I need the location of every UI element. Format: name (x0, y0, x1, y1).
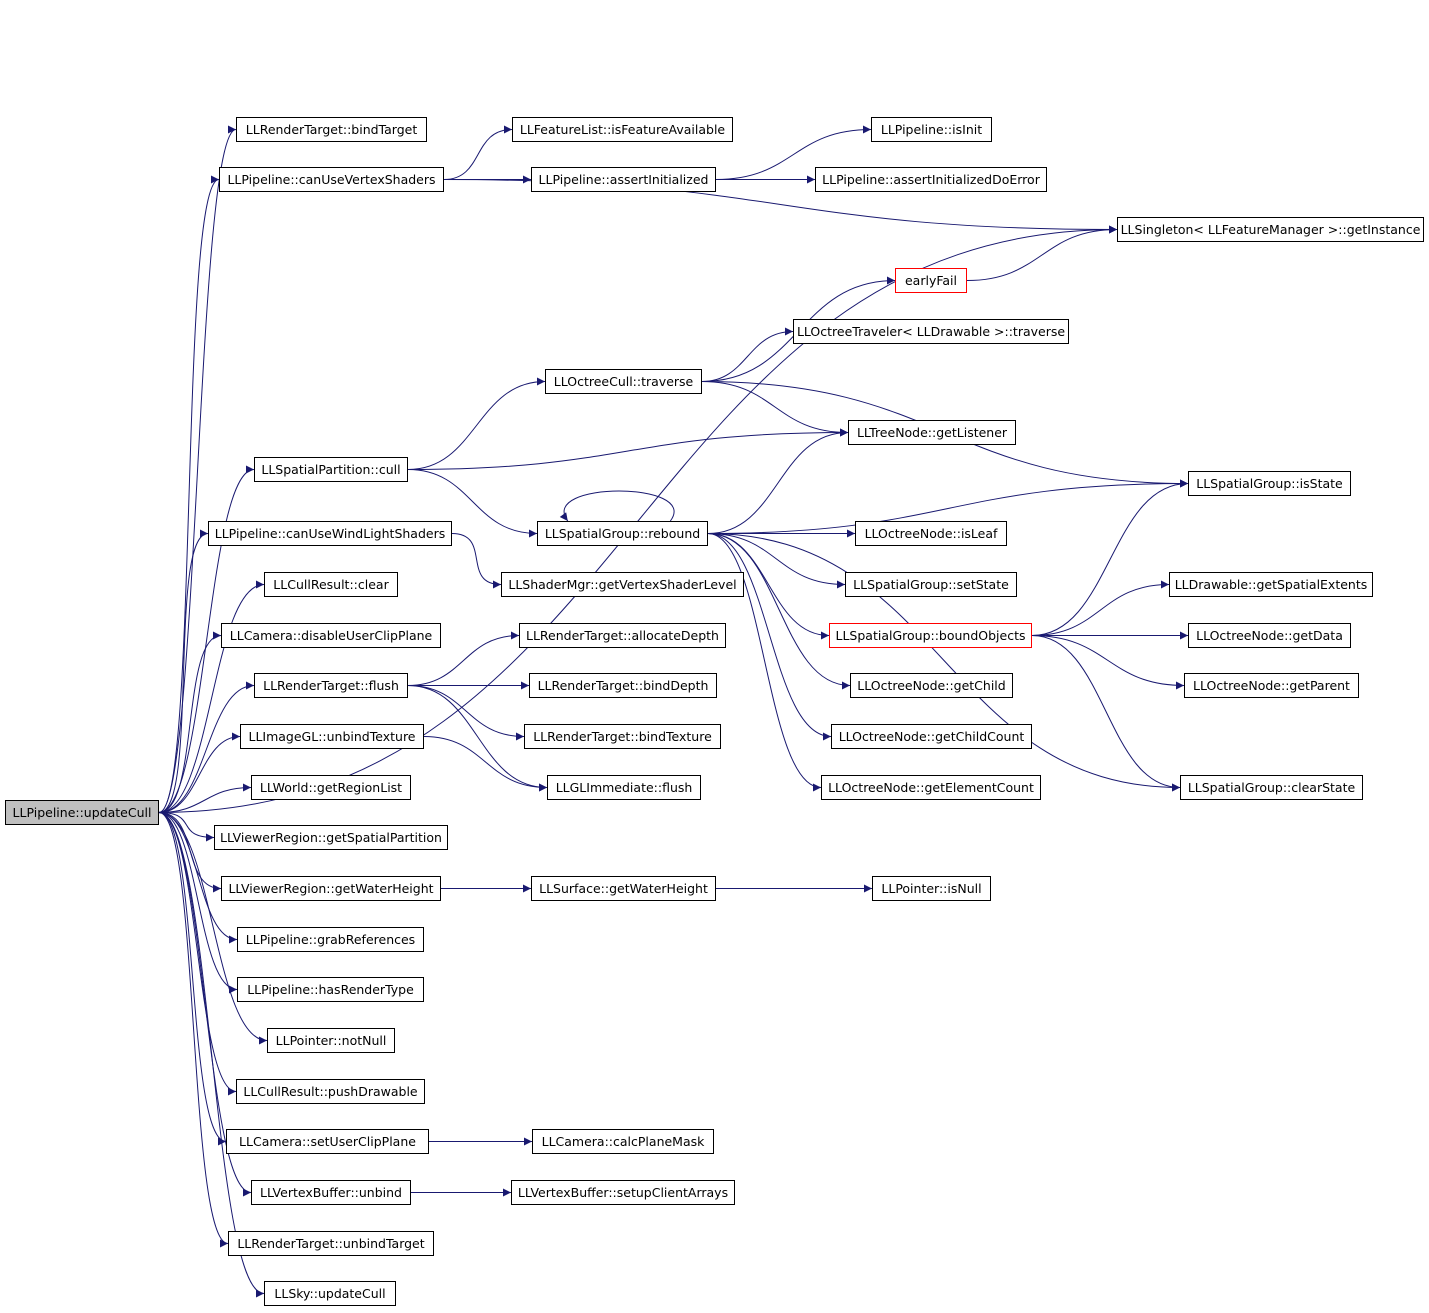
edge-boundobjects-to-getspatialextents (1031, 580, 1170, 636)
node-llviewerregion-getspatialpartition[interactable]: LLViewerRegion::getSpatialPartition (214, 825, 448, 850)
edge-rebound-to-getchildcount (707, 533, 832, 741)
edge-rtflush-to-bindtexture (407, 685, 525, 741)
node-llrendertarget-bindtexture[interactable]: LLRenderTarget::bindTexture (524, 724, 721, 749)
node-llcullresult-pushdrawable[interactable]: LLCullResult::pushDrawable (236, 1079, 425, 1104)
edge-boundobjects-to-getparent (1031, 635, 1185, 690)
edge-rebound-to-isstate (707, 479, 1189, 534)
node-llshadermgr-getvertexshaderlevel[interactable]: LLShaderMgr::getVertexShaderLevel (501, 572, 744, 597)
node-llpointer-notnull[interactable]: LLPointer::notNull (267, 1028, 395, 1053)
node-llrendertarget-allocatedepth[interactable]: LLRenderTarget::allocateDepth (519, 623, 726, 648)
edge-rebound-to-getelemcount (707, 533, 822, 792)
edge-spcull-to-octculltraverse (407, 377, 546, 470)
node-llspatialgroup-boundobjects[interactable]: LLSpatialGroup::boundObjects (829, 623, 1032, 648)
edge-canusevs-to-isfeatavail (443, 125, 513, 180)
edge-rebound-to-getlistener (707, 428, 849, 534)
node-llvertexbuffer-setupclientarrays[interactable]: LLVertexBuffer::setupClientArrays (511, 1180, 735, 1205)
node-lloctreenode-getparent[interactable]: LLOctreeNode::getParent (1184, 673, 1359, 698)
node-llrendertarget-binddepth[interactable]: LLRenderTarget::bindDepth (529, 673, 717, 698)
node-llspatialgroup-rebound[interactable]: LLSpatialGroup::rebound (537, 521, 708, 546)
edge-unbindtex-to-glflush (423, 736, 548, 792)
node-llrendertarget-unbindtarget[interactable]: LLRenderTarget::unbindTarget (228, 1231, 434, 1256)
node-llpipeline-canusevertexshaders[interactable]: LLPipeline::canUseVertexShaders (219, 167, 444, 192)
node-llpipeline-assertinitializeddoerror[interactable]: LLPipeline::assertInitializedDoError (815, 167, 1047, 192)
node-lldrawable-getspatialextents[interactable]: LLDrawable::getSpatialExtents (1169, 572, 1373, 597)
edge-updatecull-to-spcull (158, 465, 255, 813)
node-llpipeline-isinit[interactable]: LLPipeline::isInit (871, 117, 992, 142)
edge-earlyfail-to-getinstance (966, 225, 1118, 281)
edge-updatecull-to-rtflush (158, 681, 255, 813)
node-llglimmediate-flush[interactable]: LLGLImmediate::flush (547, 775, 701, 800)
node-lloctreenode-getchildcount[interactable]: LLOctreeNode::getChildCount (831, 724, 1032, 749)
node-llpipeline-grabreferences[interactable]: LLPipeline::grabReferences (237, 927, 424, 952)
node-llpipeline-canusewindlightshaders[interactable]: LLPipeline::canUseWindLightShaders (208, 521, 452, 546)
node-lloctreenode-getchild[interactable]: LLOctreeNode::getChild (850, 673, 1013, 698)
node-llpointer-isnull[interactable]: LLPointer::isNull (872, 876, 991, 901)
edge-updatecull-to-unbindtarget (158, 812, 229, 1248)
edge-updatecull-to-canusewl (158, 529, 209, 813)
node-llvertexbuffer-unbind[interactable]: LLVertexBuffer::unbind (251, 1180, 411, 1205)
node-lloctreenode-isleaf[interactable]: LLOctreeNode::isLeaf (855, 521, 1007, 546)
edge-updatecull-to-getregionlist (158, 783, 252, 813)
node-lloctreenode-getdata[interactable]: LLOctreeNode::getData (1188, 623, 1351, 648)
edge-spcull-to-rebound (407, 469, 538, 538)
node-llpipeline-updatecull[interactable]: LLPipeline::updateCull (5, 800, 159, 825)
edge-updatecull-to-cullclear (158, 580, 265, 813)
node-llsky-updatecull[interactable]: LLSky::updateCull (264, 1281, 396, 1306)
edge-octculltraverse-to-getlistener (701, 381, 849, 437)
node-llcamera-calcplanemask[interactable]: LLCamera::calcPlaneMask (532, 1129, 714, 1154)
node-lloctreenode-getelementcount[interactable]: LLOctreeNode::getElementCount (821, 775, 1041, 800)
node-llcamera-setuserclipplane[interactable]: LLCamera::setUserClipPlane (226, 1129, 429, 1154)
node-llrendertarget-bindtarget[interactable]: LLRenderTarget::bindTarget (236, 117, 427, 142)
edge-assertinit-to-isinit (715, 125, 872, 180)
edge-updatecull-to-skyupdatecull (158, 812, 265, 1298)
node-llspatialgroup-clearstate[interactable]: LLSpatialGroup::clearState (1180, 775, 1363, 800)
edge-canusewl-to-getvslevel (451, 533, 502, 589)
edge-updatecull-to-canusevs (158, 175, 220, 813)
edge-updatecull-to-getspatialpart (158, 812, 215, 842)
edge-updatecull-to-notnull (158, 812, 268, 1045)
edge-rebound-to-getchild (707, 533, 851, 690)
edge-rebound-to-clearstate (707, 533, 1181, 792)
node-llspatialgroup-isstate[interactable]: LLSpatialGroup::isState (1188, 471, 1351, 496)
node-lltreenode-getlistener[interactable]: LLTreeNode::getListener (848, 420, 1016, 445)
edge-boundobjects-to-clearstate (1031, 635, 1181, 792)
node-llspatialgroup-setstate[interactable]: LLSpatialGroup::setState (845, 572, 1017, 597)
edge-updatecull-to-unbindtex (158, 732, 241, 813)
node-lloctreecull-traverse[interactable]: LLOctreeCull::traverse (545, 369, 702, 394)
edge-spcull-to-getlistener (407, 428, 849, 470)
node-earlyfail[interactable]: earlyFail (895, 268, 967, 293)
node-llpipeline-hasrendertype[interactable]: LLPipeline::hasRenderType (237, 977, 424, 1002)
edge-updatecull-to-disableclip (158, 631, 222, 813)
edge-updatecull-to-bindtarget (158, 125, 237, 813)
edge-octculltraverse-to-octtravtraverse (701, 327, 794, 382)
node-lloctreetraveler-lldrawable-traverse[interactable]: LLOctreeTraveler< LLDrawable >::traverse (793, 319, 1069, 344)
edge-rtflush-to-glflush (407, 685, 548, 792)
node-llpipeline-assertinitialized[interactable]: LLPipeline::assertInitialized (531, 167, 716, 192)
edge-rtflush-to-allocdepth (407, 631, 520, 686)
edge-updatecull-to-setclip (158, 812, 227, 1146)
node-llworld-getregionlist[interactable]: LLWorld::getRegionList (251, 775, 411, 800)
edge-updatecull-to-pushdrawable (158, 812, 237, 1096)
node-llsingleton-llfeaturemanager-getinstance[interactable]: LLSingleton< LLFeatureManager >::getInst… (1117, 217, 1424, 242)
edge-updatecull-to-hasrendertype (158, 812, 238, 994)
node-llrendertarget-flush[interactable]: LLRenderTarget::flush (254, 673, 408, 698)
node-llcullresult-clear[interactable]: LLCullResult::clear (264, 572, 398, 597)
edge-rebound-to-setstate (707, 533, 846, 589)
node-llimagegl-unbindtexture[interactable]: LLImageGL::unbindTexture (240, 724, 424, 749)
node-llsurface-getwaterheight[interactable]: LLSurface::getWaterHeight (531, 876, 716, 901)
node-llviewerregion-getwaterheight[interactable]: LLViewerRegion::getWaterHeight (221, 876, 441, 901)
node-llcamera-disableuserclipplane[interactable]: LLCamera::disableUserClipPlane (221, 623, 441, 648)
node-llfeaturelist-isfeatureavailable[interactable]: LLFeatureList::isFeatureAvailable (512, 117, 733, 142)
node-llspatialpartition-cull[interactable]: LLSpatialPartition::cull (254, 457, 408, 482)
edge-rebound-to-rebound (559, 490, 675, 522)
edge-boundobjects-to-isstate (1031, 479, 1189, 636)
